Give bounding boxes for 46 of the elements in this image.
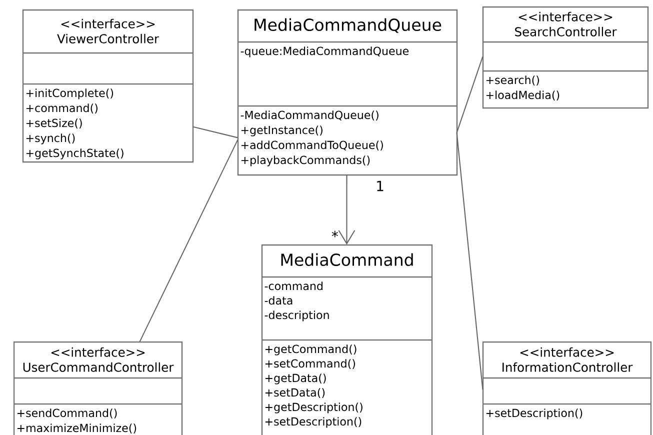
class-name: ViewerController [57,34,160,44]
method-text: +synch() [26,134,75,144]
class-name: MediaCommand [281,253,413,266]
class-name: UserCommandController [23,362,174,372]
class-box [261,244,433,435]
class-box [237,9,458,176]
association-line [139,139,238,342]
method-text: -MediaCommandQueue() [240,110,378,120]
association-line [338,174,356,245]
method-text: +loadMedia() [486,90,560,100]
method-text: +initComplete() [26,88,114,100]
method-text: +getData() [265,374,326,384]
attribute-text: -command [264,282,322,290]
stereotype: <<interface>> [520,347,614,357]
stereotype: <<interface>> [518,12,612,22]
method-text: +maximizeMinimize() [17,424,136,434]
method-text: +getCommand() [265,344,356,356]
method-text: +setDescription() [486,408,582,420]
method-text: +addCommandToQueue() [241,140,383,150]
class-box [482,6,649,109]
attribute-text: -description [264,310,329,322]
method-text: +getDescription() [265,402,362,414]
association-line [456,56,484,133]
class-box [22,9,194,163]
class-box [482,341,652,435]
attribute-text: -queue:MediaCommandQueue [240,46,409,58]
method-text: +playbackCommands() [241,156,370,166]
association-line [456,132,484,390]
method-text: +search() [486,76,539,86]
stereotype: <<interface>> [61,18,155,28]
method-text: +setDescription() [265,417,362,428]
method-text: +getSynchState() [26,148,124,160]
method-text: +sendCommand() [17,408,117,418]
method-text: +command() [26,104,98,114]
method-text: +getInstance() [241,126,322,136]
method-text: +setData() [265,388,325,398]
method-text: +setSize() [26,118,82,128]
class-name: SearchController [515,26,617,36]
method-text: +setCommand() [265,359,356,369]
association-line [192,126,238,138]
class-box [13,341,183,435]
class-name: MediaCommandQueue [254,18,442,33]
attribute-text: -data [264,296,292,305]
multiplicity-label: * [332,230,338,238]
class-name: InformationController [502,362,633,372]
stereotype: <<interface>> [51,347,145,357]
